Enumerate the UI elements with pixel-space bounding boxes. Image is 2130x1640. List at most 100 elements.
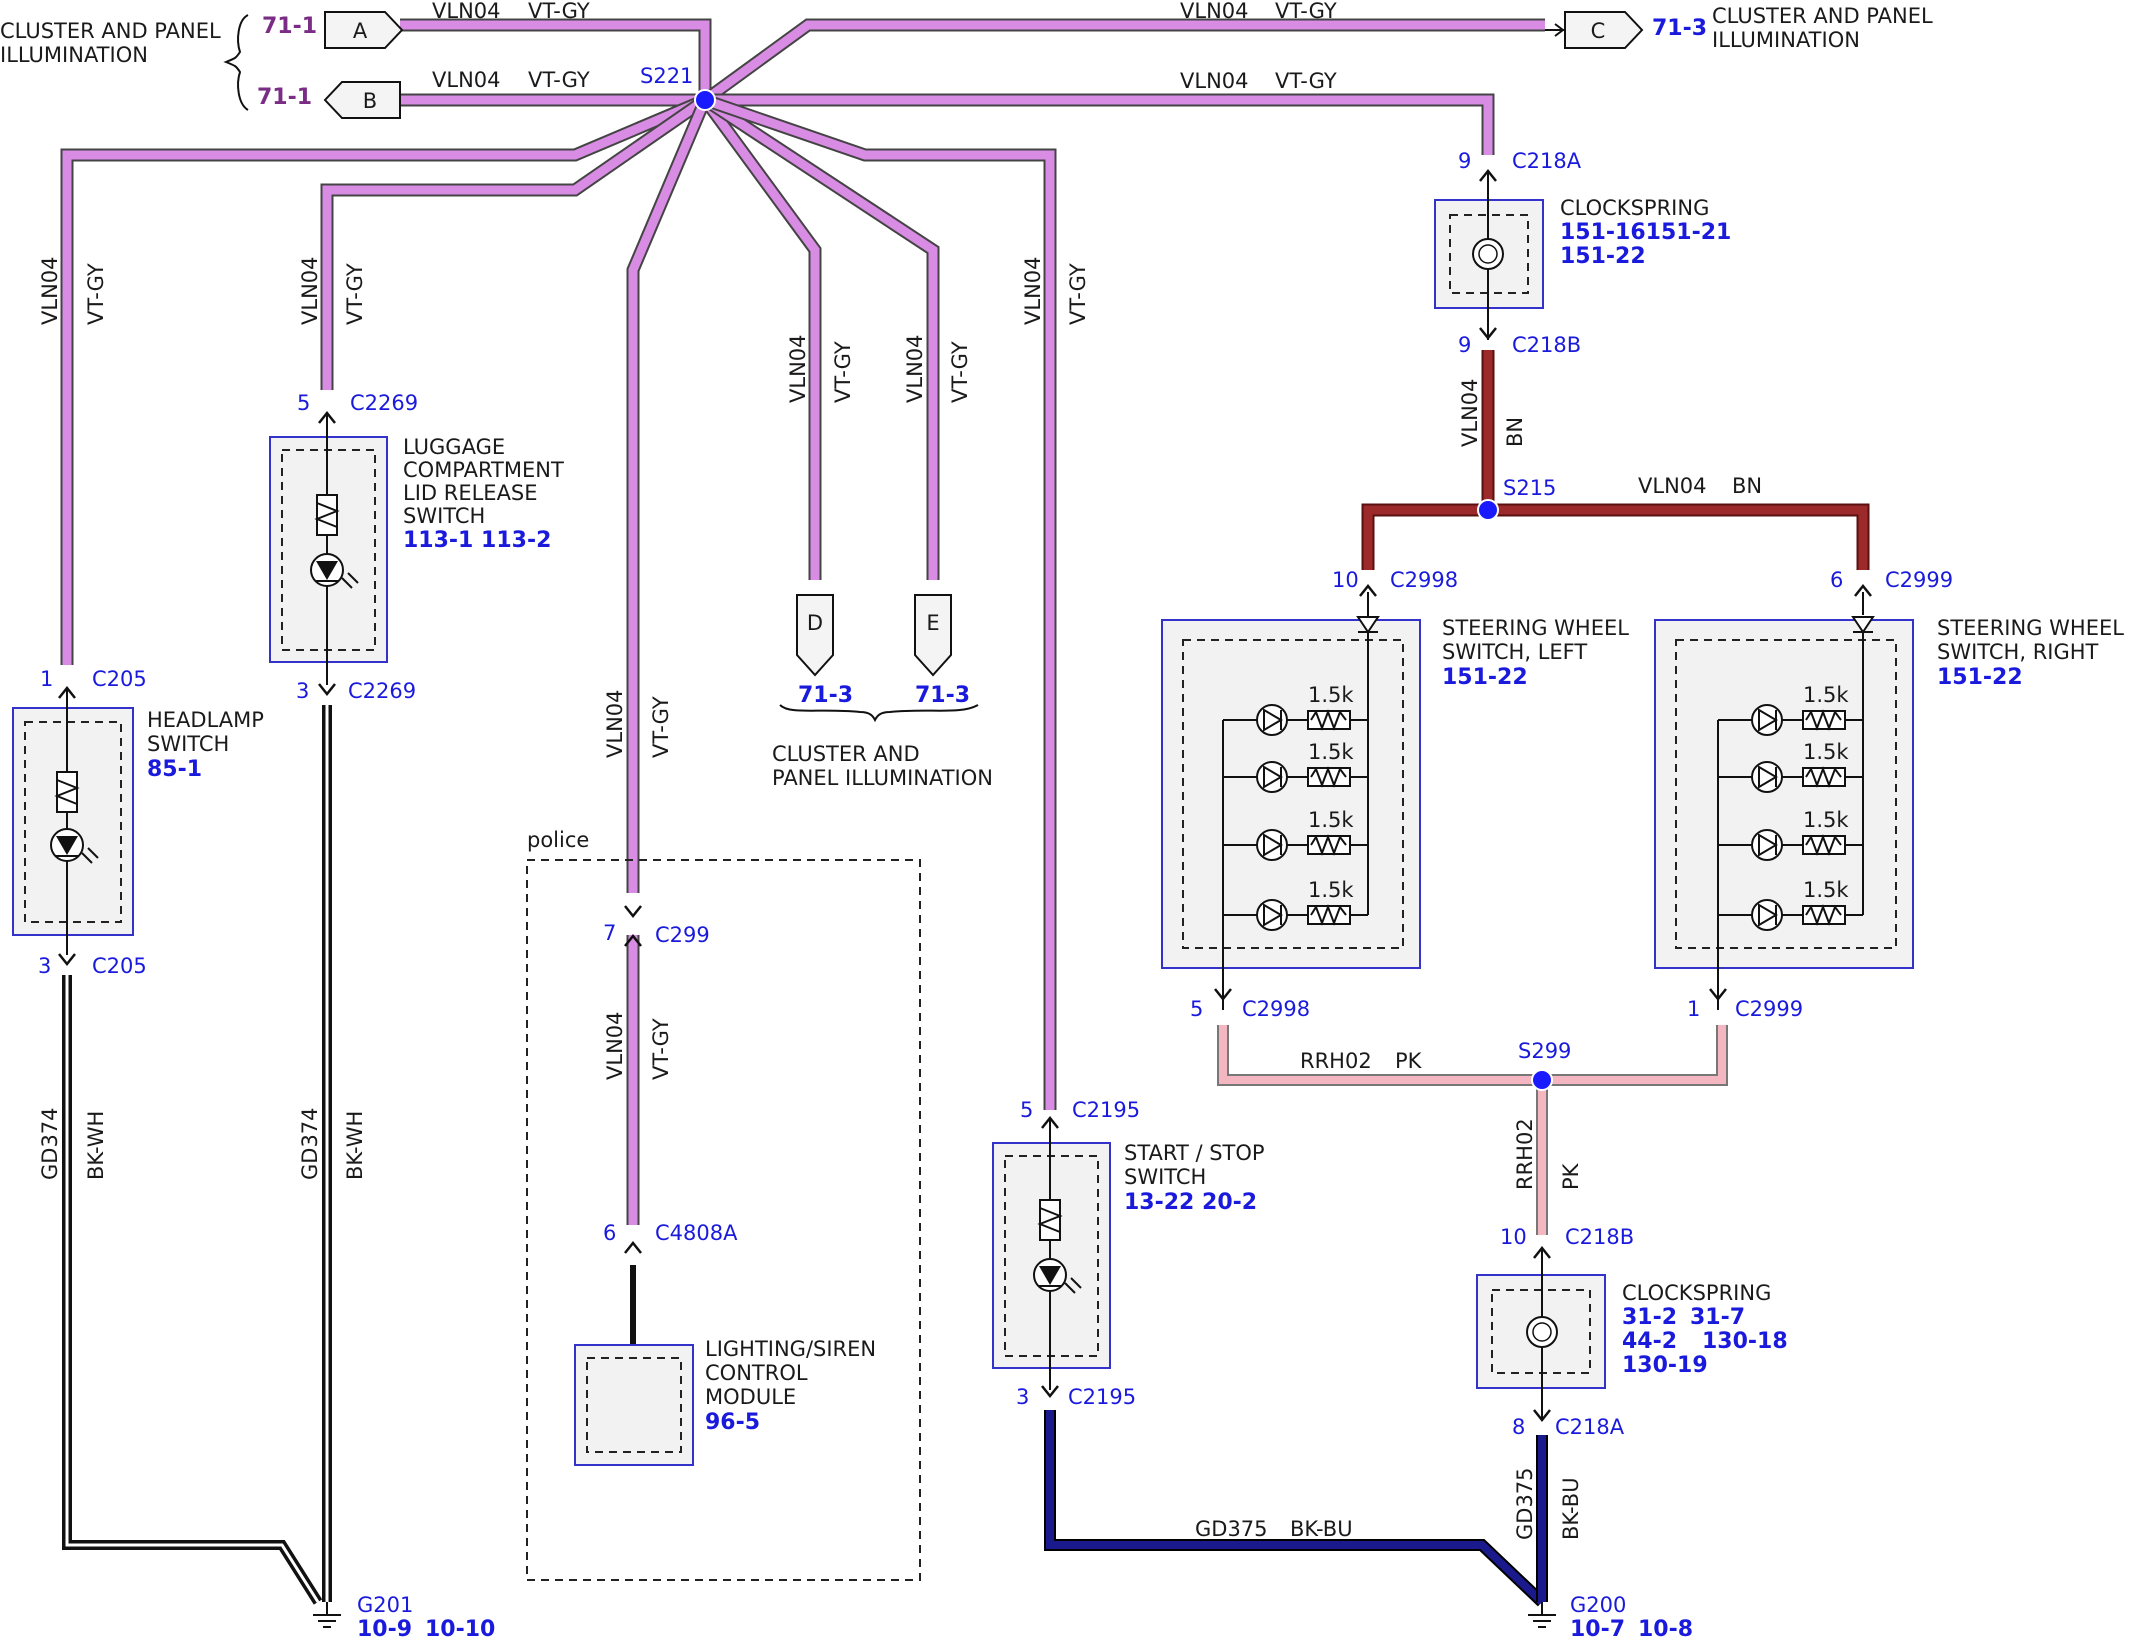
police-wire-color: VT-GY	[649, 696, 673, 758]
led-ladder-left: 1.5k 1.5k 1.5k	[1223, 683, 1368, 931]
resistor-value: 1.5k	[1308, 683, 1354, 707]
startstop-name: START / STOP	[1124, 1141, 1265, 1165]
start-stop-switch[interactable]	[992, 1120, 1111, 1390]
luggage-pin-top: 5	[297, 391, 310, 415]
wire-to-headlamp-switch	[62, 95, 707, 665]
luggage-ref: 113-1 113-2	[403, 528, 551, 553]
led-ladder-right: 1.5k 1.5k 1.5k	[1718, 683, 1863, 931]
splice-s299-dot[interactable]	[1531, 1069, 1553, 1091]
sw-right-ref: 151-22	[1937, 665, 2023, 690]
clockspring-upper[interactable]	[1434, 170, 1544, 340]
startstop-connector-top: C2195	[1072, 1098, 1140, 1122]
resistor-value: 1.5k	[1803, 740, 1849, 764]
clockspring-lower-ref-3: 44-2	[1622, 1329, 1677, 1354]
pk-vertical-color: PK	[1559, 1162, 1583, 1190]
clockspring-upper-connector-bottom: C218B	[1512, 333, 1581, 357]
splice-s221-label: S221	[640, 64, 693, 88]
connector-c-description: CLUSTER AND PANEL	[1712, 4, 1933, 28]
wire-outline	[1044, 1410, 1547, 1607]
headlamp-name: HEADLAMP	[147, 708, 264, 732]
clockspring-lower-ref-4: 130-18	[1702, 1329, 1788, 1354]
luggage-name-3: LID RELEASE	[403, 481, 538, 505]
connector-b-tag: B	[363, 89, 377, 113]
headlamp-switch[interactable]	[12, 690, 134, 955]
lighting-siren-module[interactable]	[574, 1344, 694, 1466]
wire-to-connector-a	[400, 20, 710, 100]
clockspring-upper-pin-bottom: 9	[1458, 333, 1471, 357]
led-row: 1.5k	[1718, 740, 1863, 793]
splice-s215-dot[interactable]	[1477, 499, 1499, 521]
luggage-wire-color: VT-GY	[343, 263, 367, 325]
steering-wheel-switch-right[interactable]: 1.5k 1.5k 1.5k	[1654, 592, 1914, 1010]
luggage-wire-circuit: VLN04	[298, 257, 322, 326]
bn-bus-circuit: VLN04	[1638, 474, 1707, 498]
sw-left-name: STEERING WHEEL	[1442, 616, 1629, 640]
module-name-2: CONTROL	[705, 1361, 808, 1385]
resistor-value: 1.5k	[1803, 878, 1849, 902]
connector-b[interactable]: B	[323, 81, 401, 119]
luggage-pin-bottom: 3	[296, 679, 309, 703]
led-row: 1.5k	[1223, 740, 1368, 793]
splice-s221-dot[interactable]	[694, 89, 716, 111]
luggage-name-2: COMPARTMENT	[403, 458, 564, 482]
connector-d-page-ref: 71-3	[798, 683, 853, 708]
clockspring-lower-ref-1: 31-2	[1622, 1305, 1677, 1330]
wire-to-lighting-module	[628, 98, 710, 893]
startstop-pin-top: 5	[1020, 1098, 1033, 1122]
wire-outline	[626, 97, 711, 893]
pk-vertical-circuit: RRH02	[1513, 1118, 1537, 1190]
led-row: 1.5k	[1223, 683, 1368, 736]
sw-left-connector-bottom: C2998	[1242, 997, 1310, 1021]
wire-outline	[1217, 1025, 1728, 1086]
connector-e-page-ref: 71-3	[915, 683, 970, 708]
clockspring-lower-ref-5: 130-19	[1622, 1353, 1708, 1378]
connector-d-wire-circuit: VLN04	[786, 335, 810, 404]
wire-a-circuit: VLN04	[432, 0, 501, 23]
wire-clockspring-color: VT-GY	[1275, 69, 1337, 93]
startstop-connector-bottom: C2195	[1068, 1385, 1136, 1409]
connector-c[interactable]: C	[1564, 11, 1644, 49]
connector-a[interactable]: A	[324, 11, 404, 49]
startstop-ground-circuit: GD375	[1195, 1517, 1268, 1541]
luggage-ground-circuit: GD374	[298, 1107, 322, 1180]
clockspring-lower-name: CLOCKSPRING	[1622, 1281, 1771, 1305]
luggage-name: LUGGAGE	[403, 435, 505, 459]
wire-b-color: VT-GY	[528, 68, 590, 92]
sw-left-pin-bottom: 5	[1190, 997, 1203, 1021]
ground-g200-ref-1: 10-7	[1570, 1617, 1625, 1640]
resistor-value: 1.5k	[1803, 683, 1849, 707]
connector-d[interactable]: D	[796, 594, 834, 677]
clockspring-lower-pin-top: 10	[1500, 1225, 1527, 1249]
led-row: 1.5k	[1718, 878, 1863, 931]
connector-c-tag: C	[1591, 19, 1606, 43]
clockspring-upper-out-color: BN	[1503, 417, 1527, 447]
police-option-box	[526, 859, 921, 1581]
luggage-ground-color: BK-WH	[343, 1111, 367, 1180]
connector-a-page-ref: 71-1	[262, 14, 317, 39]
pk-bus-circuit: RRH02	[1300, 1049, 1372, 1073]
steering-wheel-switch-left[interactable]: 1.5k 1.5k 1.5k	[1161, 592, 1421, 1010]
clockspring-ground-circuit: GD375	[1513, 1467, 1537, 1540]
pk-bus-color: PK	[1395, 1049, 1423, 1073]
connector-b-page-ref: 71-1	[257, 85, 312, 110]
headlamp-wire-circuit: VLN04	[38, 257, 62, 326]
sw-right-pin-bottom: 1	[1687, 997, 1700, 1021]
connector-d-tag: D	[807, 611, 823, 635]
clockspring-lower[interactable]	[1476, 1250, 1606, 1420]
luggage-release-switch[interactable]	[269, 415, 388, 685]
police-wire2-circuit: VLN04	[603, 1012, 627, 1081]
police-connector-a: C299	[655, 923, 710, 947]
clockspring-upper-ref-2: 151-22	[1560, 244, 1646, 269]
wire-outline	[702, 93, 1057, 1110]
startstop-ground-color: BK-BU	[1290, 1517, 1353, 1541]
clockspring-coil-icon	[1472, 238, 1504, 270]
pink-wires	[1217, 1025, 1728, 1235]
ground-g201-icon	[313, 1602, 341, 1628]
wire-to-start-stop-switch	[703, 95, 1055, 1110]
wire-outline	[1361, 503, 1870, 570]
connector-e[interactable]: E	[914, 594, 952, 677]
wire-clockspring-circuit: VLN04	[1180, 69, 1249, 93]
resistor-value: 1.5k	[1308, 740, 1354, 764]
police-connector-b: C4808A	[655, 1221, 738, 1245]
